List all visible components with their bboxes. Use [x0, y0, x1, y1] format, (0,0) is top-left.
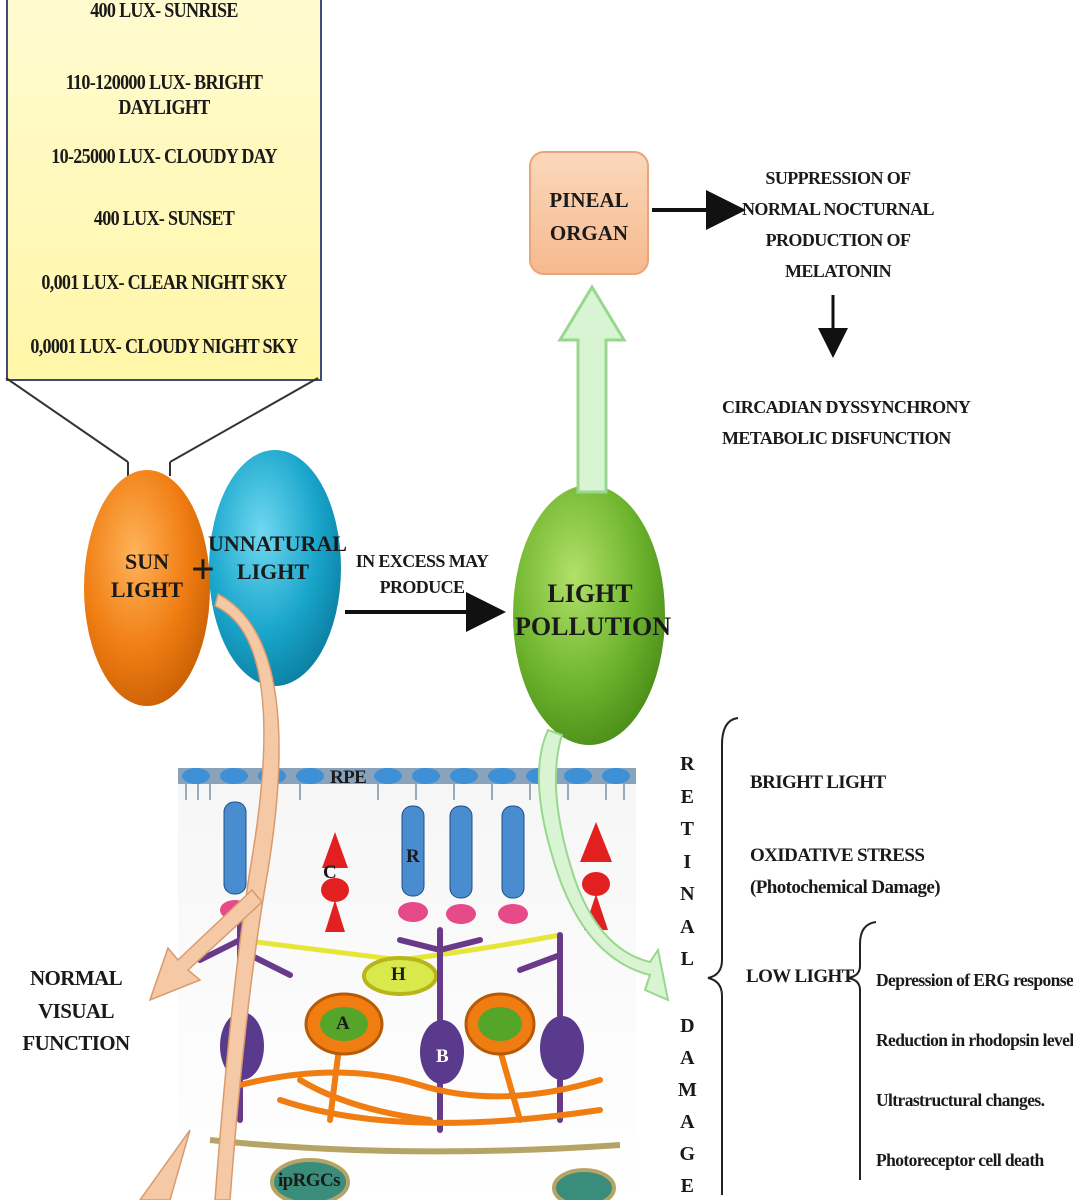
rpe-label: RPE [330, 767, 367, 788]
vertical-letter: A [680, 1111, 694, 1133]
vertical-letter: A [680, 1047, 694, 1069]
erg-depression: Depression of ERG responses [876, 970, 1073, 990]
sun-light-ellipse [84, 470, 210, 706]
horizontal-cell [362, 956, 438, 996]
sun-line1: SUN [124, 549, 169, 574]
retinal-damage-brace [707, 717, 739, 1195]
photoreceptor-death: Photoreceptor cell death [876, 1150, 1044, 1170]
suppression-line2: NORMAL NOCTURNAL [742, 198, 935, 219]
bright-light-label: BRIGHT LIGHT [750, 772, 886, 793]
vertical-letter: T [680, 818, 694, 840]
vertical-letter: L [680, 948, 694, 970]
pollution-line1: LIGHT [547, 579, 633, 608]
iprgc-cell [270, 1158, 350, 1200]
unnatural-line1: UNNATURAL [208, 531, 347, 556]
vertical-letter: D [680, 1015, 694, 1037]
light-pollution-label: LIGHT POLLUTION [515, 578, 672, 643]
bipolar-cell-right [540, 1016, 584, 1080]
lux-levels-box: 400 LUX- SUNRISE 110-120000 LUX- BRIGHT … [6, 0, 322, 381]
vertical-letter: I [683, 850, 691, 873]
lux-bright-daylight: 110-120000 LUX- BRIGHT DAYLIGHT [65, 70, 263, 119]
vertical-letter: R [680, 753, 694, 775]
pineal-organ-label: PINEAL ORGAN [530, 184, 648, 249]
cone-label: C [323, 862, 337, 883]
oxidative-line2: (Photochemical Damage) [750, 877, 941, 899]
bipolar-cell-middle [420, 1020, 464, 1084]
oxidative-line1: OXIDATIVE STRESS [750, 845, 925, 866]
oxidative-stress: OXIDATIVE STRESS (Photochemical Damage) [750, 840, 941, 905]
rod-cells [220, 801, 528, 924]
pineal-line2: ORGAN [549, 220, 629, 245]
suppression-line3: PRODUCTION OF [765, 229, 911, 250]
lux-cloudy-day: 10-25000 LUX- CLOUDY DAY [51, 144, 277, 168]
excess-line2: PRODUCE [379, 577, 465, 598]
suppression-text: SUPPRESSION OF NORMAL NOCTURNAL PRODUCTI… [740, 163, 936, 287]
metabolic-disfunction: METABOLIC DISFUNCTION [722, 427, 951, 448]
suppression-line4: MELATONIN [785, 260, 892, 281]
up-arrow-to-pineal [557, 284, 627, 494]
lux-cloudy-night: 0,0001 LUX- CLOUDY NIGHT SKY [30, 334, 298, 358]
callout-line-right [169, 377, 319, 463]
pineal-line1: PINEAL [549, 188, 629, 212]
plus-sign: + [191, 547, 215, 593]
vertical-letter: E [680, 785, 694, 808]
vertical-letter: A [680, 915, 694, 938]
normal-visual-line2: FUNCTION [22, 1031, 130, 1056]
rhodopsin-reduction: Reduction in rhodopsin levels [876, 1030, 1073, 1050]
vertical-letter: N [680, 883, 694, 905]
unnatural-line2: LIGHT [236, 558, 310, 584]
normal-visual-arrowhead [148, 888, 264, 1002]
normal-visual-function: NORMAL VISUAL FUNCTION [0, 962, 152, 1060]
low-light-label: LOW LIGHT [746, 966, 854, 987]
bipolar-label: B [436, 1046, 449, 1067]
amacrine-label: A [336, 1013, 350, 1034]
lux-sunset: 400 LUX- SUNSET [93, 206, 235, 230]
callout-line-left [5, 377, 129, 463]
sun-line2: LIGHT [110, 576, 184, 602]
unnatural-light-label: UNNATURAL LIGHT [208, 530, 347, 585]
excess-line1: IN EXCESS MAY [355, 551, 489, 571]
iprgc-label: ipRGCs [278, 1170, 340, 1191]
sun-light-label: SUN LIGHT [92, 548, 202, 603]
lux-clear-night: 0,001 LUX- CLEAR NIGHT SKY [41, 270, 287, 294]
ganglion-cell-right [552, 1168, 616, 1200]
vertical-letter: G [679, 1143, 696, 1165]
normal-visual-line1: NORMAL VISUAL [29, 966, 123, 1023]
lux-sunrise: 400 LUX- SUNRISE [90, 0, 238, 22]
vertical-letter: E [680, 1175, 694, 1197]
vertical-letter: M [678, 1079, 697, 1101]
low-light-brace [847, 921, 877, 1180]
low-light-effects: Depression of ERG responses Reduction in… [876, 950, 1073, 1190]
green-arrow-to-damage [537, 728, 670, 1002]
light-pollution-ellipse [513, 485, 665, 745]
excess-label: IN EXCESS MAY PRODUCE [346, 548, 498, 600]
pollution-line2: POLLUTION [515, 611, 672, 641]
circadian-dyssynchrony: CIRCADIAN DYSSYNCHRONY [722, 397, 971, 417]
rod-label: R [406, 846, 420, 867]
suppression-line1: SUPPRESSION OF [765, 168, 911, 188]
consequence-text: CIRCADIAN DYSSYNCHRONY METABOLIC DISFUNC… [722, 392, 971, 453]
horizontal-label: H [391, 964, 406, 985]
pineal-organ-box [529, 151, 649, 275]
ultrastructural-changes: Ultrastructural changes. [876, 1090, 1045, 1110]
